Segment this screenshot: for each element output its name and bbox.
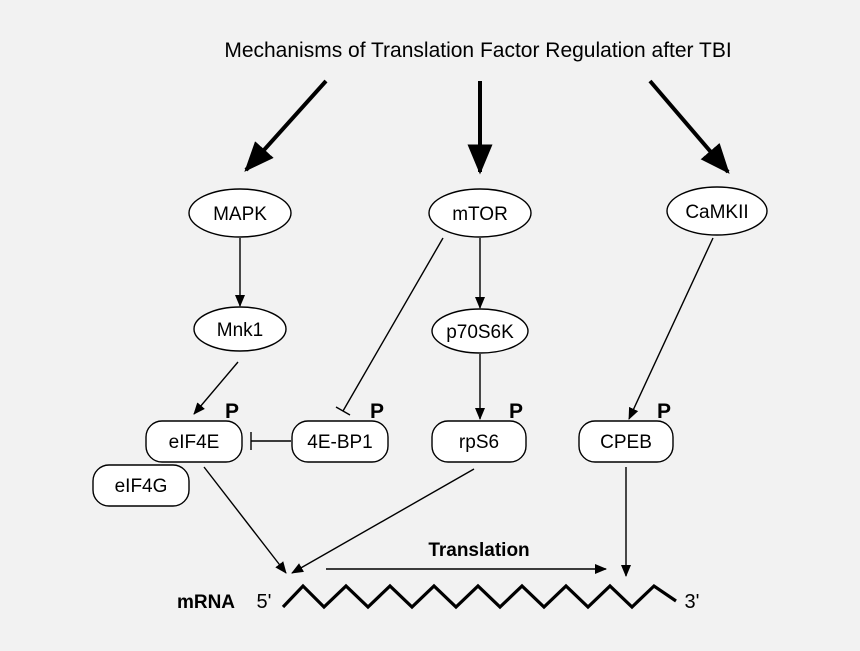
three-prime-label: 3' [685, 591, 700, 613]
node-eif4g: eIF4G [92, 464, 190, 507]
phospho-mark-4ebp1: P [370, 400, 384, 423]
arrow-mnk1-to-eif4e [193, 361, 239, 415]
node-mapk-label: MAPK [213, 204, 267, 225]
node-rps6: rpS6 [431, 420, 527, 463]
node-mapk: MAPK [188, 188, 292, 238]
node-mtor: mTOR [428, 188, 532, 238]
node-eif4e-label: eIF4E [169, 432, 220, 453]
node-eif4e: eIF4E [145, 420, 243, 463]
arrow-camkii-to-cpeb [628, 237, 714, 420]
node-cpeb: CPEB [578, 420, 674, 463]
phospho-mark-cpeb: P [657, 400, 671, 423]
inhibit-mtor-to-4ebp1 [342, 237, 444, 412]
arrow-eif4e-to-mrna [203, 466, 287, 574]
node-rps6-label: rpS6 [459, 432, 499, 453]
phospho-mark-rps6: P [509, 400, 523, 423]
node-p70s6k: p70S6K [431, 308, 529, 354]
node-mtor-label: mTOR [452, 204, 508, 225]
five-prime-label: 5' [257, 591, 272, 613]
node-4ebp1-label: 4E-BP1 [307, 432, 372, 453]
node-mnk1: Mnk1 [193, 306, 287, 352]
node-camkii: CaMKII [666, 186, 768, 236]
diagram-title: Mechanisms of Translation Factor Regulat… [224, 39, 731, 62]
node-4ebp1: 4E-BP1 [291, 420, 389, 463]
node-camkii-label: CaMKII [685, 202, 748, 223]
node-eif4g-label: eIF4G [115, 476, 168, 497]
translation-label: Translation [428, 540, 529, 561]
node-cpeb-label: CPEB [600, 432, 652, 453]
node-mnk1-label: Mnk1 [217, 320, 263, 341]
arrow-rps6-to-mrna [291, 468, 475, 574]
upstream-arrow-camkii [648, 79, 730, 174]
node-p70s6k-label: p70S6K [446, 322, 514, 343]
phospho-mark-eif4e: P [225, 400, 239, 423]
mrna-label: mRNA [177, 592, 235, 613]
mrna-strand [281, 583, 677, 610]
inhibit-bar-4ebp1 [335, 406, 351, 416]
upstream-arrow-mapk [244, 79, 328, 172]
